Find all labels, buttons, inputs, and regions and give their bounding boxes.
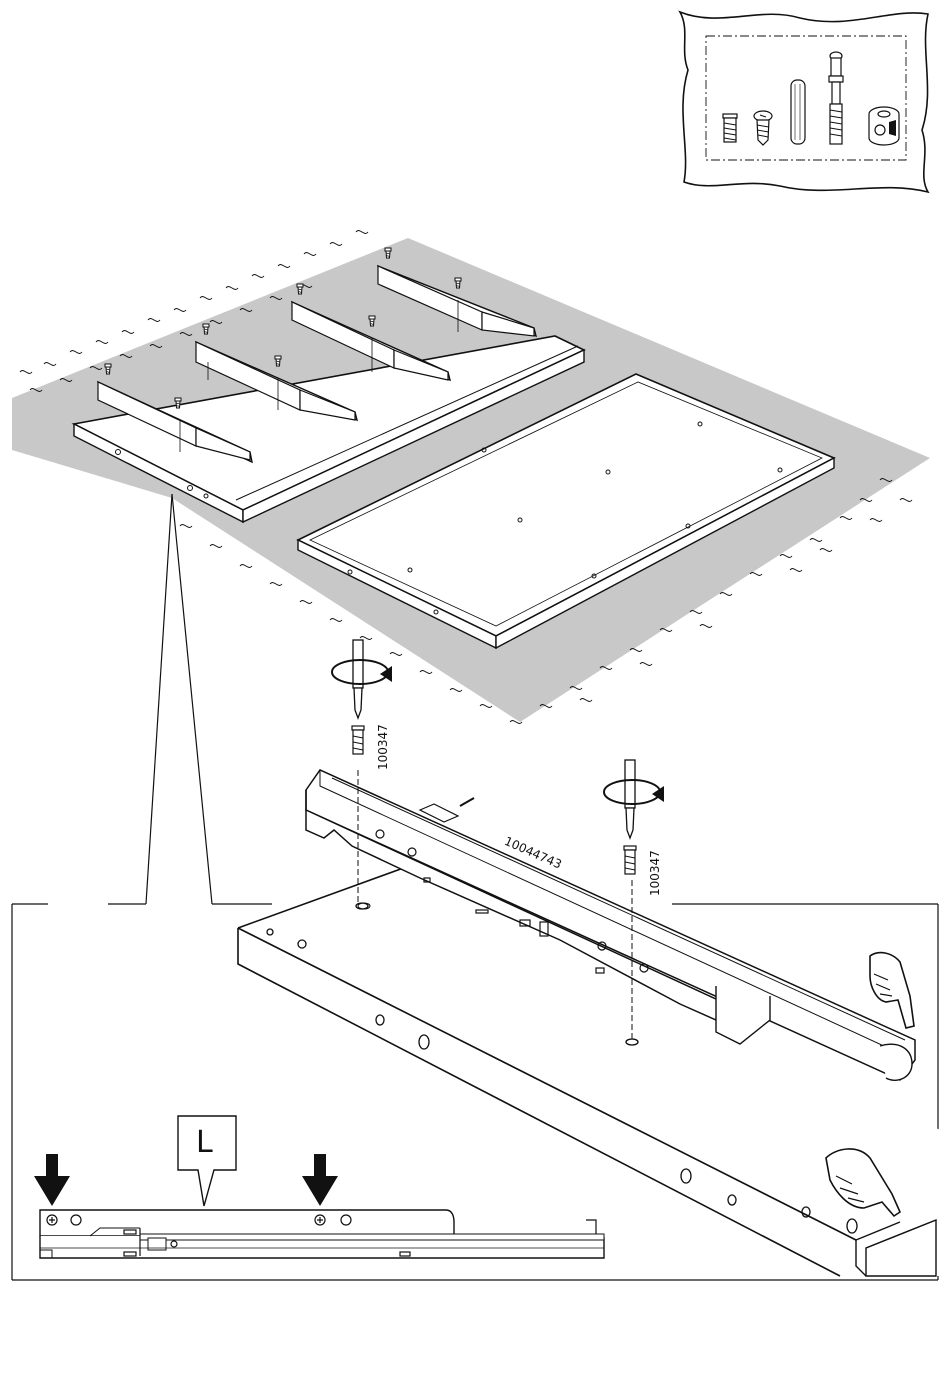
cam-lock-icon xyxy=(869,107,899,145)
down-arrow-icon xyxy=(302,1154,338,1206)
wood-dowel-icon xyxy=(791,80,805,144)
parts-bag xyxy=(680,12,928,192)
rail-label: L xyxy=(196,1128,213,1158)
pointing-hand-icon xyxy=(870,953,914,1028)
rail-side-view xyxy=(34,1116,604,1258)
part-number-screw-right: 100347 xyxy=(648,850,662,896)
down-arrow-icon xyxy=(34,1154,70,1206)
part-number-screw-left: 100347 xyxy=(376,724,390,770)
screw-euro-icon xyxy=(723,114,737,142)
